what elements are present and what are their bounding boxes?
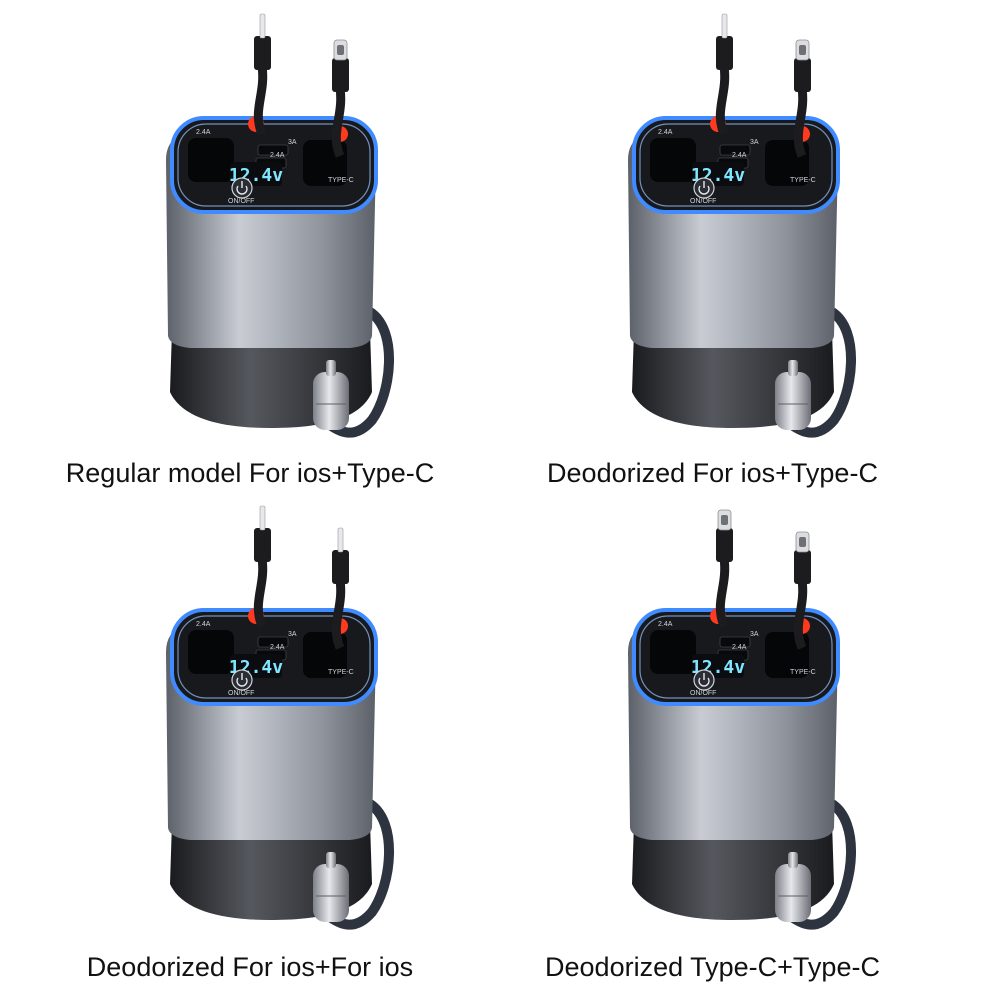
usb-a-port-3a: [257, 636, 289, 648]
glow-ring-highlight: [639, 615, 833, 699]
cigarette-lighter-plug: [775, 372, 811, 430]
power-icon: [698, 185, 710, 195]
left-cable-bay: [650, 630, 696, 674]
cigarette-lighter-plug: [313, 864, 349, 922]
port-label-left: 2.4A: [658, 129, 673, 136]
cable: [715, 557, 730, 628]
port-label-usb-bottom: 2.4A: [270, 644, 285, 651]
power-icon: [236, 185, 248, 195]
plug-tip: [788, 360, 798, 376]
port-label-usb-top: 3A: [750, 631, 759, 638]
plug-tip: [788, 852, 798, 868]
lightning-plug-icon: [259, 505, 266, 531]
port-label-usb-top: 3A: [288, 139, 297, 146]
connector-body: [254, 36, 271, 70]
cable: [331, 87, 346, 158]
cable: [331, 579, 346, 650]
cigarette-lighter-plug: [313, 372, 349, 430]
lightning-plug-icon: [337, 527, 344, 553]
usb-a-port-3a: [719, 636, 751, 648]
power-button-label: ON/OFF: [690, 198, 716, 205]
glow-ring-highlight: [177, 615, 371, 699]
cable: [793, 87, 808, 158]
port-label-usb-top: 3A: [750, 139, 759, 146]
braided-cable: [327, 307, 394, 438]
power-icon: [236, 677, 248, 687]
connector-body: [794, 550, 811, 584]
port-label-usb-bottom: 2.4A: [732, 644, 747, 651]
braided-cable: [789, 799, 856, 930]
braided-cable: [789, 307, 856, 438]
usb-c-plug-slot: [337, 45, 344, 55]
power-icon: [698, 677, 710, 687]
port-label-right: TYPE-C: [328, 669, 354, 676]
cable: [253, 65, 268, 136]
variant-caption: Deodorized For ios+For ios: [86, 952, 414, 982]
port-label-left: 2.4A: [196, 129, 211, 136]
usb-c-plug-slot: [799, 45, 806, 55]
variant-caption: Deodorized Type-C+Type-C: [545, 952, 880, 982]
port-label-usb-top: 3A: [288, 631, 297, 638]
port-label-left: 2.4A: [196, 621, 211, 628]
usb-c-plug-slot: [721, 515, 728, 525]
port-label-left: 2.4A: [658, 621, 673, 628]
variant-caption: Regular model For ios+Type-C: [65, 458, 435, 488]
port-label-usb-bottom: 2.4A: [732, 152, 747, 159]
connector-body: [716, 528, 733, 562]
glow-ring-highlight: [177, 123, 371, 207]
port-label-right: TYPE-C: [790, 669, 816, 676]
usb-a-port-3a: [257, 144, 289, 156]
lightning-plug-icon: [721, 13, 728, 39]
left-cable-bay: [188, 630, 234, 674]
cable: [253, 557, 268, 628]
connector-body: [254, 528, 271, 562]
braided-cable: [327, 799, 394, 930]
port-label-usb-bottom: 2.4A: [270, 152, 285, 159]
plug-tip: [326, 852, 336, 868]
lightning-plug-icon: [259, 13, 266, 39]
power-button-label: ON/OFF: [228, 690, 254, 697]
usb-a-port-3a: [719, 144, 751, 156]
left-cable-bay: [188, 138, 234, 182]
cable: [715, 65, 730, 136]
plug-tip: [326, 360, 336, 376]
connector-body: [332, 58, 349, 92]
power-button-label: ON/OFF: [690, 690, 716, 697]
cigarette-lighter-plug: [775, 864, 811, 922]
left-cable-bay: [650, 138, 696, 182]
variant-caption: Deodorized For ios+Type-C: [547, 458, 878, 488]
connector-body: [716, 36, 733, 70]
port-label-right: TYPE-C: [790, 177, 816, 184]
connector-body: [794, 58, 811, 92]
connector-body: [332, 550, 349, 584]
usb-c-plug-slot: [799, 537, 806, 547]
cable: [793, 579, 808, 650]
glow-ring-highlight: [639, 123, 833, 207]
power-button-label: ON/OFF: [228, 198, 254, 205]
port-label-right: TYPE-C: [328, 177, 354, 184]
